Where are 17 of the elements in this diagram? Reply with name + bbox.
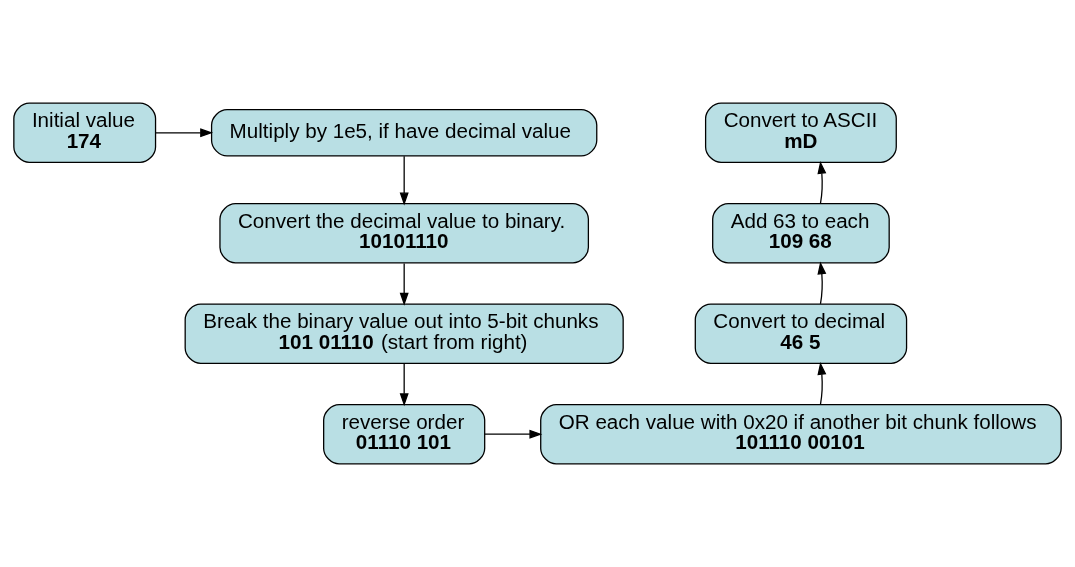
node-box: OR each value with 0x20 if another bit chunk follows 101110 00101 bbox=[540, 403, 1062, 465]
arrow bbox=[399, 363, 409, 407]
arrow bbox=[817, 261, 827, 305]
arrow bbox=[484, 429, 543, 439]
node-box: Break the binary value out into 5-bit chunks 101 01110 (start from right) bbox=[184, 303, 624, 364]
node-box: Add 63 to each 109 68 bbox=[712, 203, 890, 264]
node-box: Convert the decimal value to binary. 10101110 bbox=[219, 203, 590, 264]
node-box: Convert to decimal 46 5 bbox=[694, 303, 908, 364]
node-box: Convert to ASCII mD bbox=[704, 102, 897, 164]
node-box: reverse order 01110 101 bbox=[323, 403, 486, 465]
arrow bbox=[399, 262, 409, 306]
arrow bbox=[817, 160, 827, 204]
node-box: Multiply by 1e5, if have decimal value bbox=[210, 108, 598, 157]
arrow bbox=[399, 155, 409, 206]
arrow bbox=[155, 128, 214, 138]
arrow bbox=[817, 361, 827, 405]
node-box: Initial value 174 bbox=[13, 102, 157, 164]
